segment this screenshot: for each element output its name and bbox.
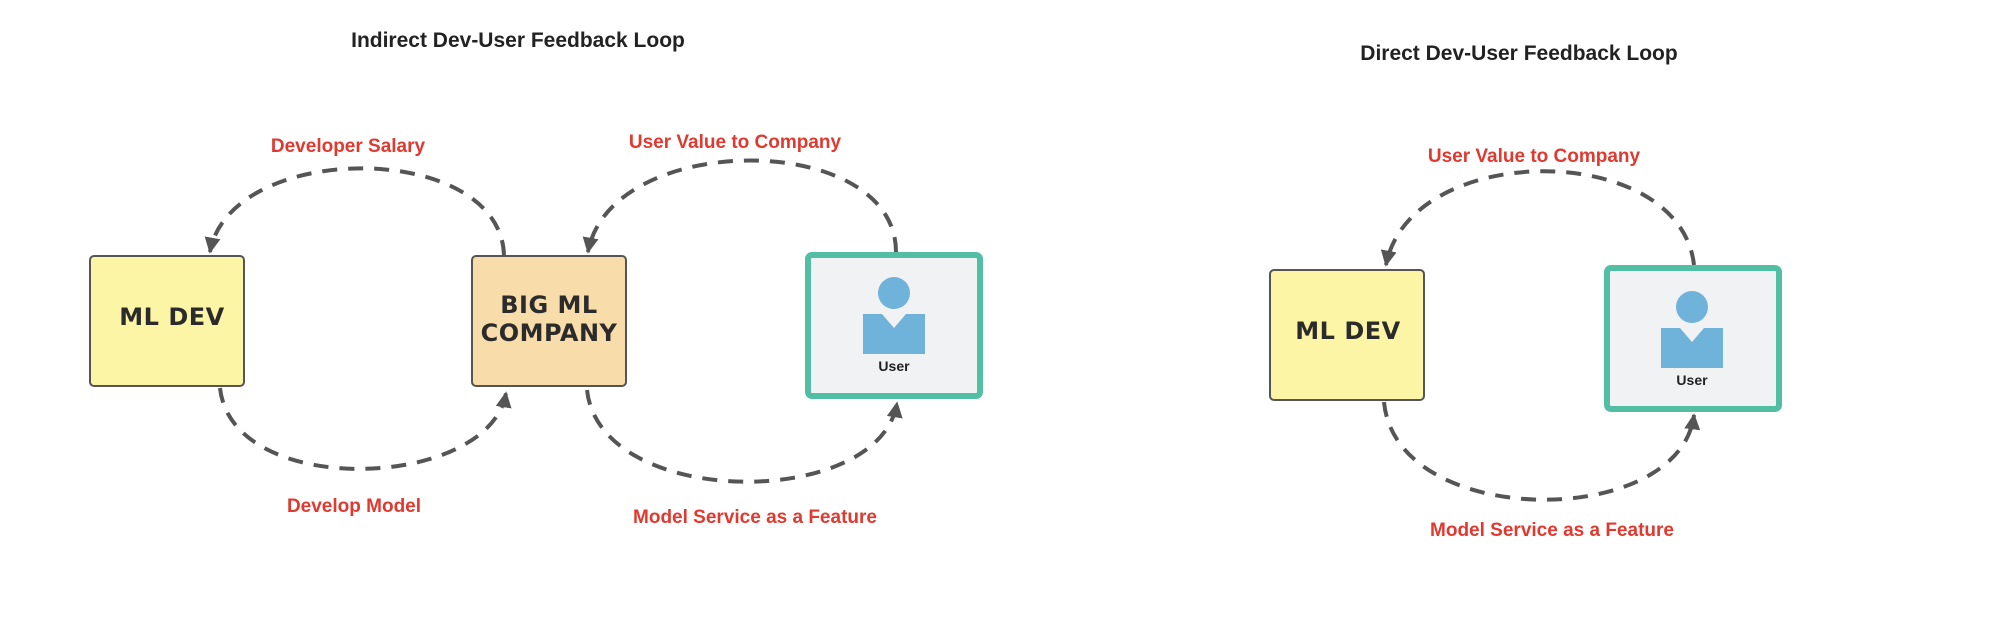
indirect-diagram: Indirect Dev-User Feedback Loop ML DEV B… <box>89 29 983 528</box>
direct-user-label: User <box>1676 372 1708 388</box>
direct-diagram: Direct Dev-User Feedback Loop ML DEV Use… <box>1269 42 1782 541</box>
direct-ml-dev-node: ML DEV <box>1269 269 1425 401</box>
model-service-connector <box>585 389 903 484</box>
big-ml-company-label-line1: BIG ML <box>500 291 597 319</box>
develop-model-connector <box>218 387 512 471</box>
user-value-connector <box>582 158 898 254</box>
ml-dev-box <box>89 255 245 387</box>
user-value-label: User Value to Company <box>629 132 842 153</box>
model-service-label: Model Service as a Feature <box>633 507 877 528</box>
ml-dev-node: ML DEV <box>89 255 245 387</box>
direct-user-box <box>1604 265 1782 412</box>
ml-dev-label: ML DEV <box>119 303 224 331</box>
direct-user-value-connector <box>1380 169 1696 267</box>
user-box <box>805 252 983 399</box>
direct-model-service-connector <box>1382 401 1701 502</box>
developer-salary-label: Developer Salary <box>271 136 426 157</box>
user-node: User <box>805 252 983 399</box>
develop-model-label: Develop Model <box>287 496 421 517</box>
big-ml-company-label-line2: COMPANY <box>481 319 618 347</box>
indirect-diagram-title: Indirect Dev-User Feedback Loop <box>351 29 685 52</box>
direct-model-service-label: Model Service as a Feature <box>1430 520 1674 541</box>
direct-ml-dev-box <box>1269 269 1425 401</box>
big-ml-company-node: BIG ML COMPANY <box>471 255 627 387</box>
direct-user-silhouette-icon <box>1661 291 1723 368</box>
user-label: User <box>878 358 910 374</box>
developer-salary-connector <box>204 166 506 256</box>
big-ml-company-box <box>471 255 627 387</box>
direct-user-node: User <box>1604 265 1782 412</box>
user-silhouette-icon <box>863 277 925 354</box>
direct-diagram-title: Direct Dev-User Feedback Loop <box>1360 42 1677 65</box>
direct-user-value-label: User Value to Company <box>1428 146 1641 167</box>
direct-ml-dev-label: ML DEV <box>1295 317 1400 345</box>
